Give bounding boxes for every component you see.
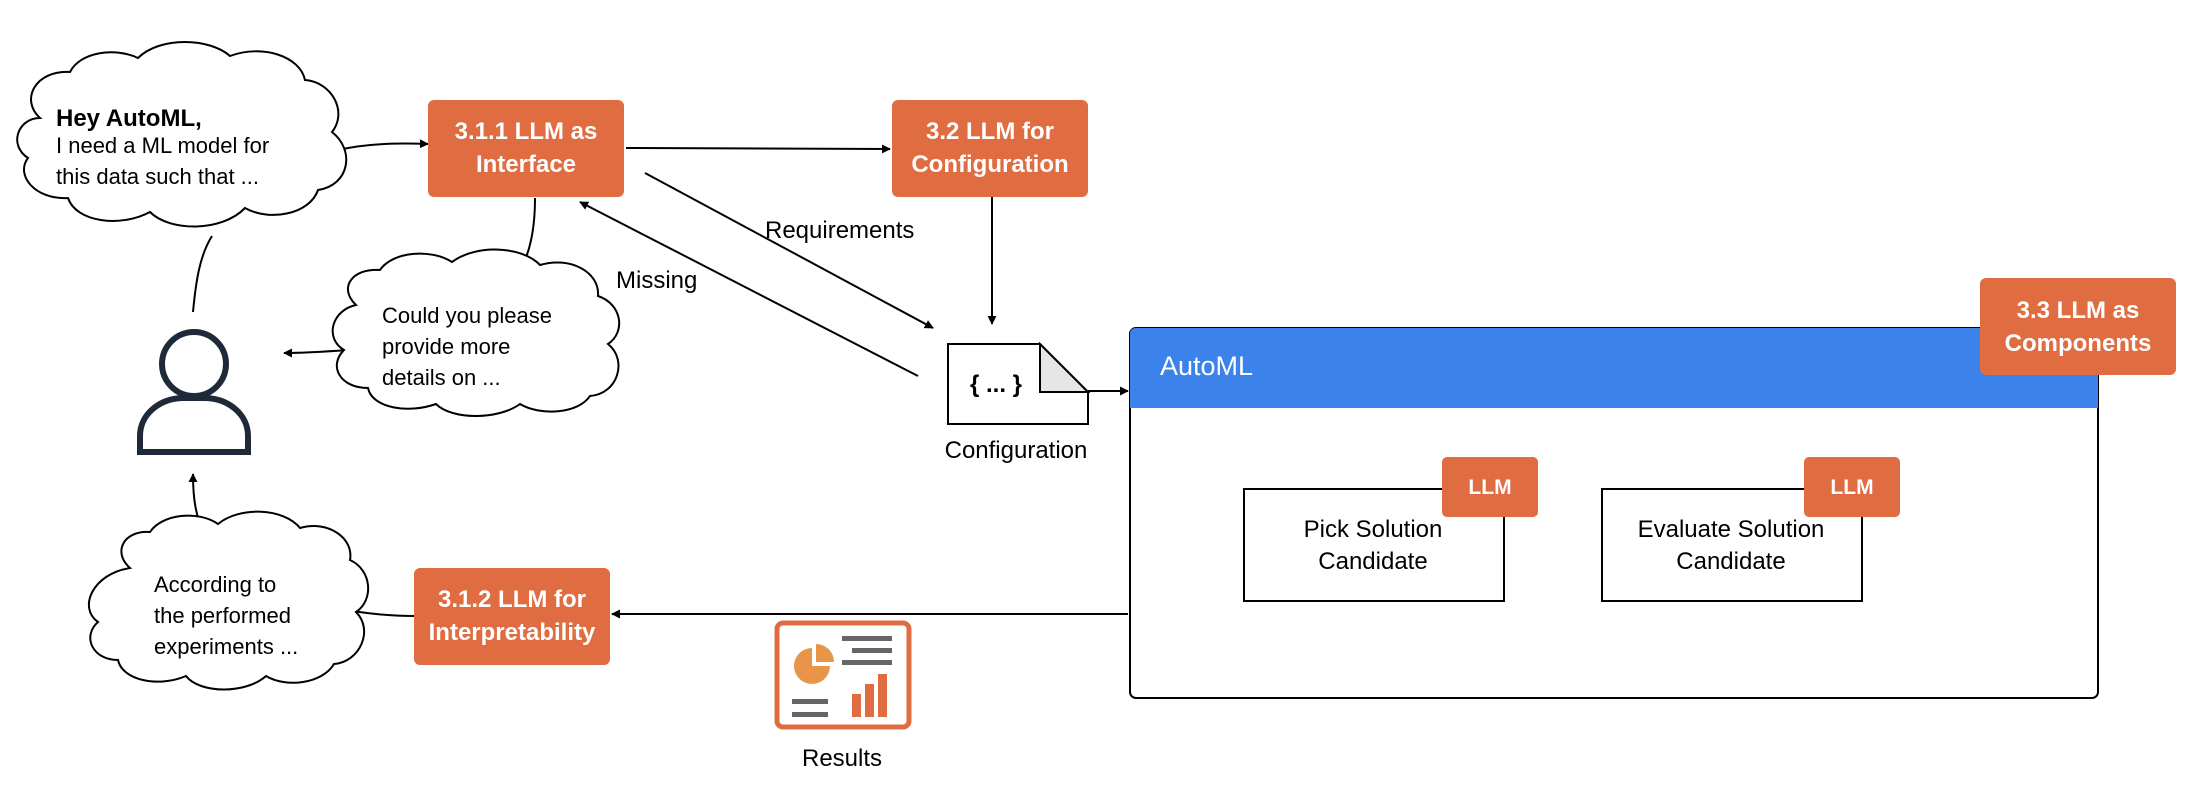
arrow-interface-to-configuration — [625, 144, 891, 154]
line-interpretability-to-answer — [351, 610, 415, 617]
arrow-question-to-person — [283, 348, 349, 358]
badge-llm-pick: LLM — [1442, 457, 1538, 517]
box-llm-interface: 3.1.1 LLM as Interface — [428, 100, 624, 197]
arrow-request-to-interface — [337, 139, 429, 151]
cloud-question-line3: details on ... — [382, 365, 501, 390]
cloud-question-line1: Could you please — [382, 303, 552, 328]
cloud-answer: According to the performed experiments .… — [87, 510, 370, 691]
label-configuration: Configuration — [945, 437, 1088, 464]
label-missing: Missing — [616, 267, 697, 294]
line-person-to-request — [192, 235, 213, 313]
cloud-request-line3: this data such that ... — [56, 164, 259, 189]
box-llm-interpretability-line1: 3.1.2 LLM for — [438, 586, 586, 613]
box-llm-interpretability: 3.1.2 LLM for Interpretability — [414, 568, 610, 665]
box-pick-solution-line1: Pick Solution — [1304, 516, 1443, 543]
box-llm-configuration-line1: 3.2 LLM for — [926, 118, 1054, 145]
cloud-answer-line2: the performed — [154, 603, 291, 628]
box-llm-interface-line1: 3.1.1 LLM as — [455, 118, 598, 145]
user-icon — [137, 329, 251, 455]
arrow-missing — [579, 201, 919, 377]
cloud-answer-line1: According to — [154, 572, 276, 597]
box-llm-configuration-line2: Configuration — [911, 151, 1068, 178]
label-results: Results — [802, 745, 882, 772]
box-llm-components-line1: 3.3 LLM as — [2017, 297, 2140, 324]
results-dashboard-icon — [774, 620, 912, 730]
cloud-request: Hey AutoML, I need a ML model for this d… — [16, 41, 348, 228]
cloud-answer-line3: experiments ... — [154, 634, 298, 659]
badge-llm-evaluate-text: LLM — [1830, 476, 1873, 499]
automl-title: AutoML — [1160, 351, 1253, 381]
box-llm-interface-line2: Interface — [476, 151, 576, 178]
box-pick-solution-line2: Candidate — [1318, 548, 1427, 575]
cloud-request-line2: I need a ML model for — [56, 133, 269, 158]
badge-llm-pick-text: LLM — [1468, 476, 1511, 499]
box-evaluate-solution-line2: Candidate — [1676, 548, 1785, 575]
box-llm-configuration: 3.2 LLM for Configuration — [892, 100, 1088, 197]
box-evaluate-solution-line1: Evaluate Solution — [1638, 516, 1825, 543]
badge-llm-evaluate: LLM — [1804, 457, 1900, 517]
box-llm-components: 3.3 LLM as Components — [1980, 278, 2176, 375]
box-llm-components-line2: Components — [2005, 330, 2152, 357]
cloud-question: Could you please provide more details on… — [331, 248, 621, 417]
label-requirements: Requirements — [765, 217, 914, 244]
config-document-text: { ... } — [970, 371, 1022, 398]
cloud-question-line2: provide more — [382, 334, 510, 359]
cloud-request-line1: Hey AutoML, — [56, 105, 202, 132]
config-document-icon: { ... } — [947, 341, 1091, 425]
arrow-requirements — [644, 172, 934, 329]
box-llm-interpretability-line2: Interpretability — [429, 619, 596, 646]
